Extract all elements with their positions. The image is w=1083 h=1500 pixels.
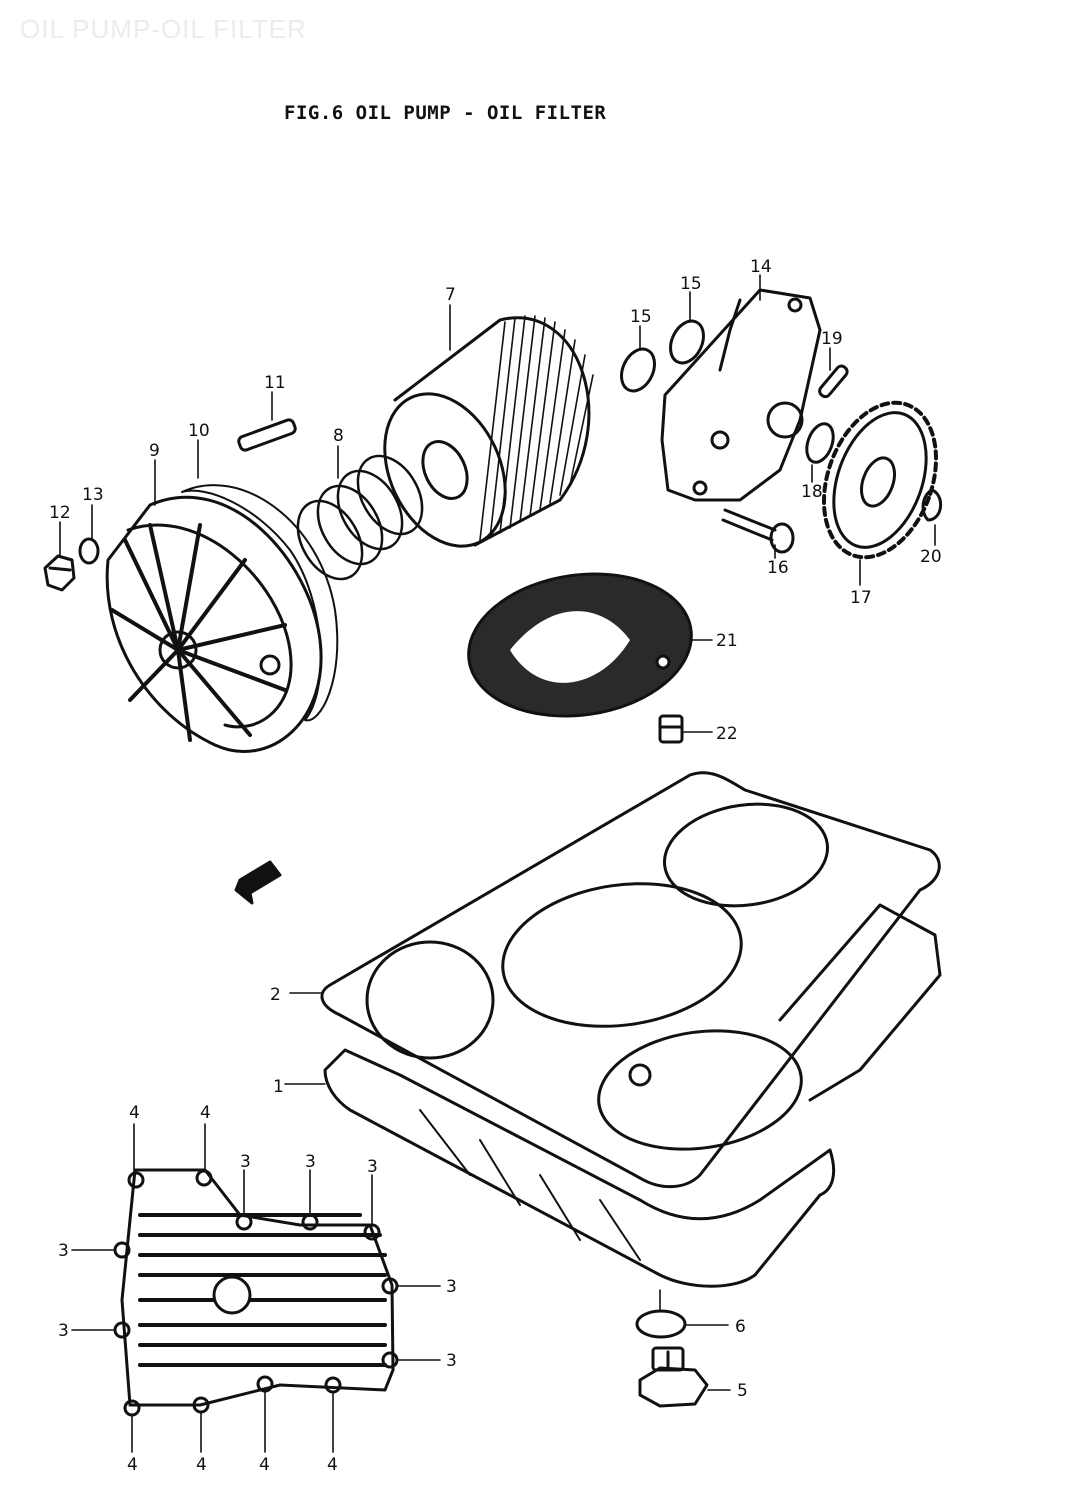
callout-16: 16 bbox=[767, 558, 789, 578]
callout-14: 14 bbox=[750, 257, 772, 277]
callout-19: 19 bbox=[821, 329, 843, 349]
callout-4: 4 bbox=[327, 1455, 338, 1475]
drain-plug-part-5 bbox=[638, 1346, 709, 1408]
figure-title: FIG.6 OIL PUMP - OIL FILTER bbox=[284, 102, 607, 124]
callout-3: 3 bbox=[367, 1157, 378, 1177]
callout-3: 3 bbox=[446, 1277, 457, 1297]
callout-18: 18 bbox=[801, 482, 823, 502]
callout-labels: 1 2 3 3 3 3 3 3 3 4 4 4 4 4 4 5 6 7 8 9 … bbox=[49, 257, 942, 1475]
washer-part-13 bbox=[78, 537, 100, 565]
callout-5: 5 bbox=[737, 1381, 748, 1401]
callout-3: 3 bbox=[58, 1241, 69, 1261]
leader-lines bbox=[59, 274, 936, 1453]
callout-20: 20 bbox=[920, 547, 942, 567]
callout-3: 3 bbox=[305, 1152, 316, 1172]
callout-8: 8 bbox=[333, 426, 344, 446]
gasket-part-21 bbox=[467, 572, 693, 718]
callout-1: 1 bbox=[273, 1077, 284, 1097]
screw-part-22 bbox=[658, 714, 684, 744]
callout-17: 17 bbox=[850, 588, 872, 608]
gear-part-17 bbox=[821, 400, 939, 560]
callout-21: 21 bbox=[716, 631, 738, 651]
callout-4: 4 bbox=[259, 1455, 270, 1475]
callout-10: 10 bbox=[188, 421, 210, 441]
watermark-text: OIL PUMP-OIL FILTER bbox=[20, 14, 307, 44]
callout-3: 3 bbox=[58, 1321, 69, 1341]
callout-3: 3 bbox=[446, 1351, 457, 1371]
callout-7: 7 bbox=[445, 285, 456, 305]
callout-3: 3 bbox=[240, 1152, 251, 1172]
o-ring-part-10 bbox=[181, 484, 339, 722]
callout-4: 4 bbox=[127, 1455, 138, 1475]
callout-15: 15 bbox=[680, 274, 702, 294]
callout-22: 22 bbox=[716, 724, 738, 744]
oil-pan-part-1 bbox=[323, 903, 942, 1288]
oil-pan-bottom-view bbox=[113, 1168, 399, 1417]
cap-nut-part-12 bbox=[43, 554, 76, 592]
oil-pump-part-14 bbox=[660, 288, 822, 502]
washer-part-18 bbox=[805, 422, 835, 464]
callout-4: 4 bbox=[129, 1103, 140, 1123]
oil-filter-part-7 bbox=[383, 315, 594, 548]
pin-part-11 bbox=[237, 418, 297, 452]
callout-4: 4 bbox=[200, 1103, 211, 1123]
o-ring-part-15a bbox=[620, 347, 656, 393]
filter-cover-part-9 bbox=[105, 495, 323, 753]
callout-9: 9 bbox=[149, 441, 160, 461]
o-ring-part-15b bbox=[669, 319, 705, 365]
callout-15: 15 bbox=[630, 307, 652, 327]
callout-13: 13 bbox=[82, 485, 104, 505]
bolt-part-16 bbox=[721, 508, 795, 554]
callout-2: 2 bbox=[270, 985, 281, 1005]
pin-part-19 bbox=[818, 364, 849, 399]
callout-6: 6 bbox=[735, 1317, 746, 1337]
front-arrow-icon bbox=[234, 860, 282, 905]
callout-4: 4 bbox=[196, 1455, 207, 1475]
circlip-part-20 bbox=[921, 488, 942, 522]
washer-part-6 bbox=[635, 1309, 687, 1339]
callout-11: 11 bbox=[264, 373, 286, 393]
spring-part-8 bbox=[296, 454, 424, 581]
callout-12: 12 bbox=[49, 503, 71, 523]
pan-gasket-part-2 bbox=[320, 771, 941, 1189]
